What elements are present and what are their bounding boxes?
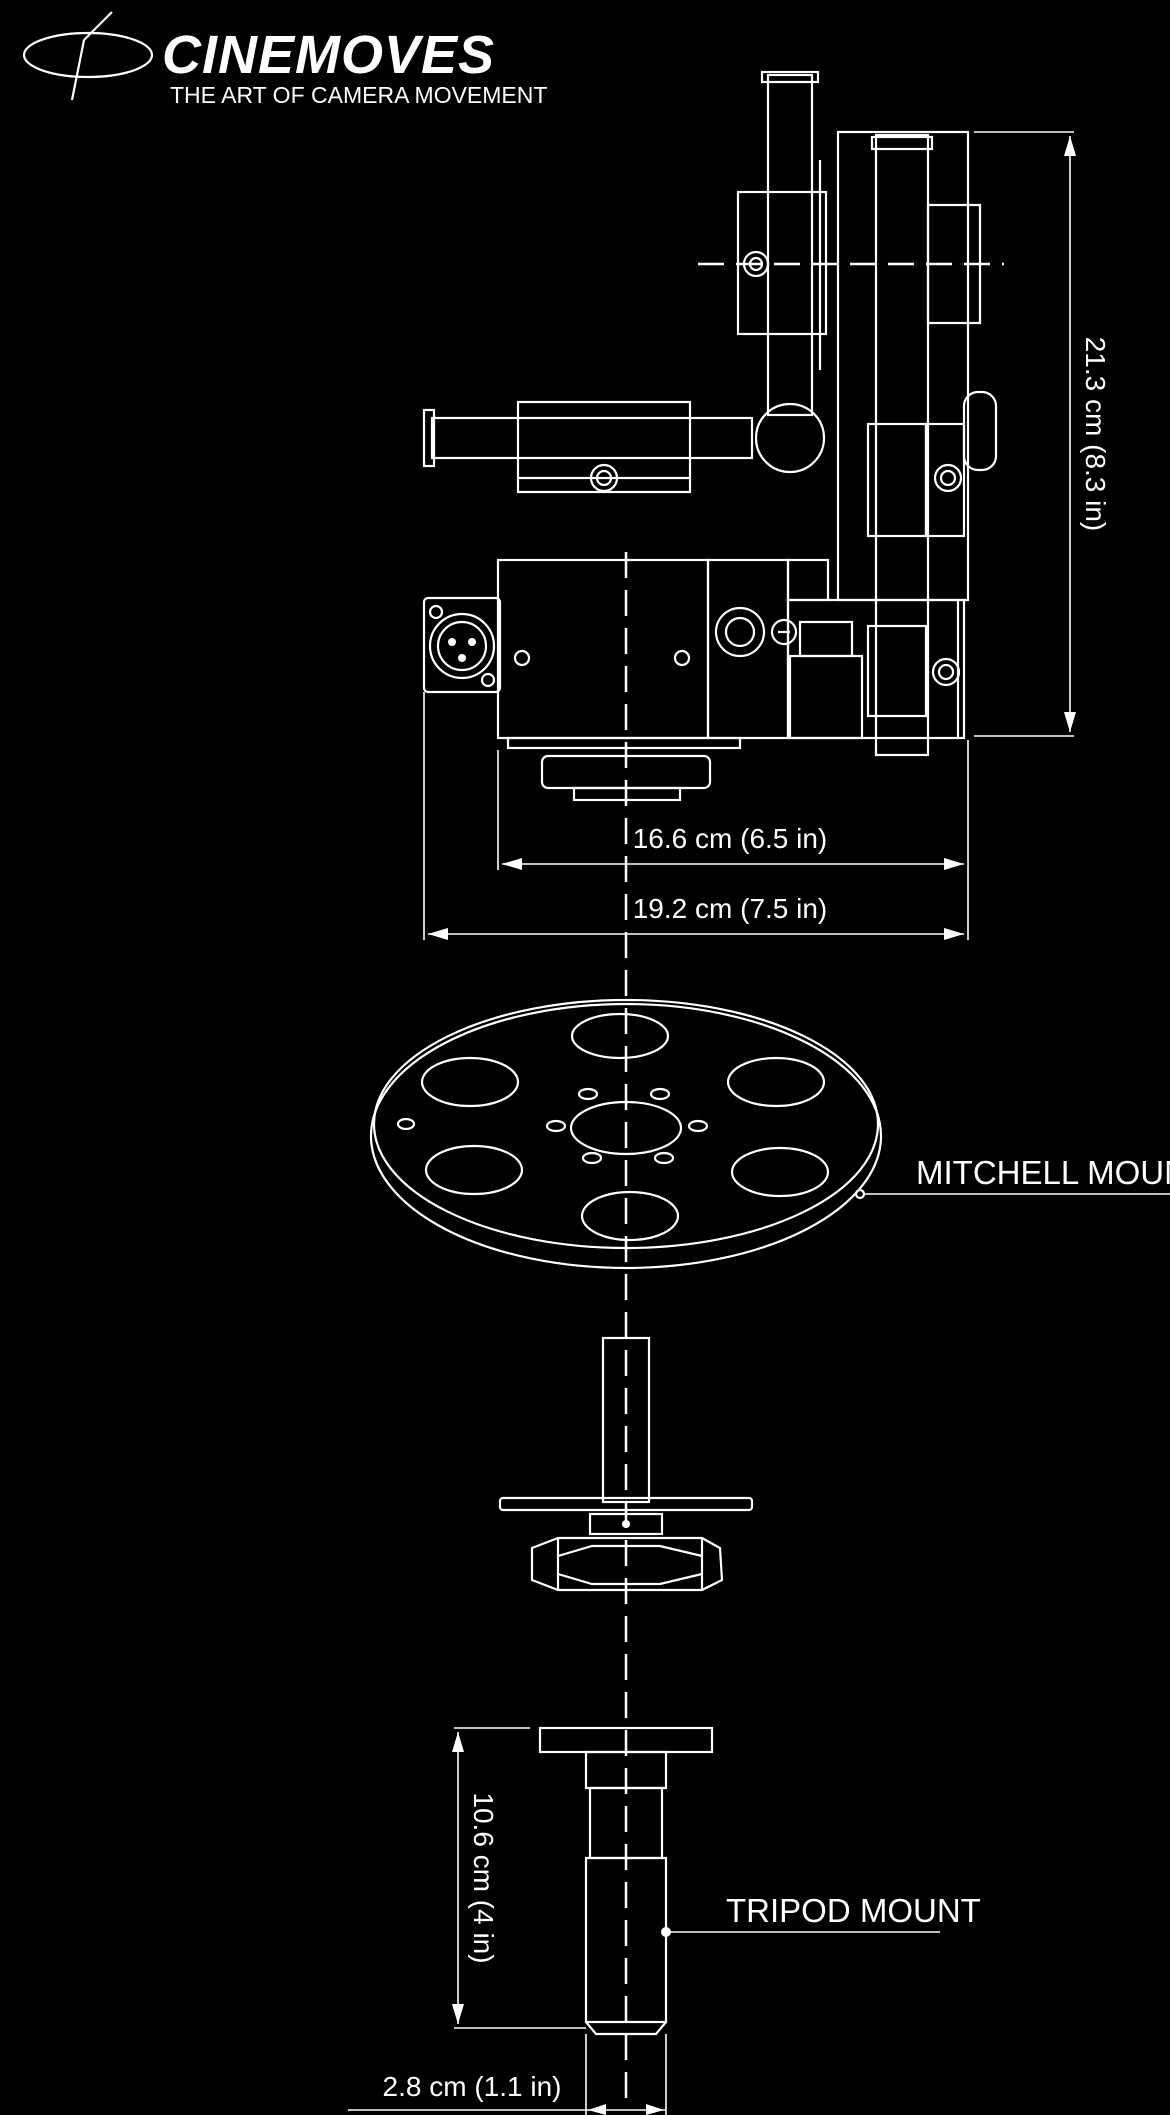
xlr-connector-plate	[422, 596, 502, 694]
tripod-diameter-dimension: 2.8 cm (1.1 in)	[348, 2034, 667, 2115]
logo-swoosh-icon	[70, 11, 113, 101]
cinemoves-logo: CINEMOVES THE ART OF CAMERA MOVEMENT	[22, 11, 547, 108]
tripod-mount-label: TRIPOD MOUNT	[726, 1892, 981, 1929]
remote-head-assembly	[422, 70, 1004, 802]
tripod-height-label: 10.6 cm (4 in)	[468, 1792, 499, 1963]
height-dimension-label: 21.3 cm (8.3 in)	[1080, 337, 1111, 532]
xlr-connector-icon	[428, 612, 496, 680]
outer-width-dimension: 19.2 cm (7.5 in)	[423, 692, 969, 940]
outer-width-label: 19.2 cm (7.5 in)	[633, 893, 828, 924]
mount-spindle	[498, 1336, 754, 1592]
inner-width-dimension: 16.6 cm (6.5 in)	[497, 740, 969, 870]
logo-orbit-icon	[22, 31, 154, 79]
roll-arm	[430, 416, 754, 460]
pan-motor-body	[496, 558, 710, 740]
inner-width-label: 16.6 cm (6.5 in)	[633, 823, 828, 854]
roll-pivot	[754, 402, 826, 474]
tripod-mount-spigot	[538, 1726, 714, 2036]
tripod-height-dimension: 10.6 cm (4 in)	[452, 1727, 586, 2029]
height-dimension: 21.3 cm (8.3 in)	[974, 131, 1111, 737]
brand-tagline: THE ART OF CAMERA MOVEMENT	[170, 82, 547, 108]
mitchell-mount-label: MITCHELL MOUNT	[916, 1154, 1170, 1191]
tripod-mount-callout: TRIPOD MOUNT	[661, 1892, 981, 1937]
mitchell-mount-callout: MITCHELL MOUNT	[864, 1154, 1170, 1195]
tilt-housing	[836, 130, 970, 602]
locking-knob	[530, 1536, 724, 1592]
tripod-diameter-label: 2.8 cm (1.1 in)	[383, 2071, 562, 2102]
brand-name: CINEMOVES	[162, 25, 495, 85]
mitchell-mount-plate	[369, 998, 883, 1270]
tilt-post	[766, 73, 814, 417]
